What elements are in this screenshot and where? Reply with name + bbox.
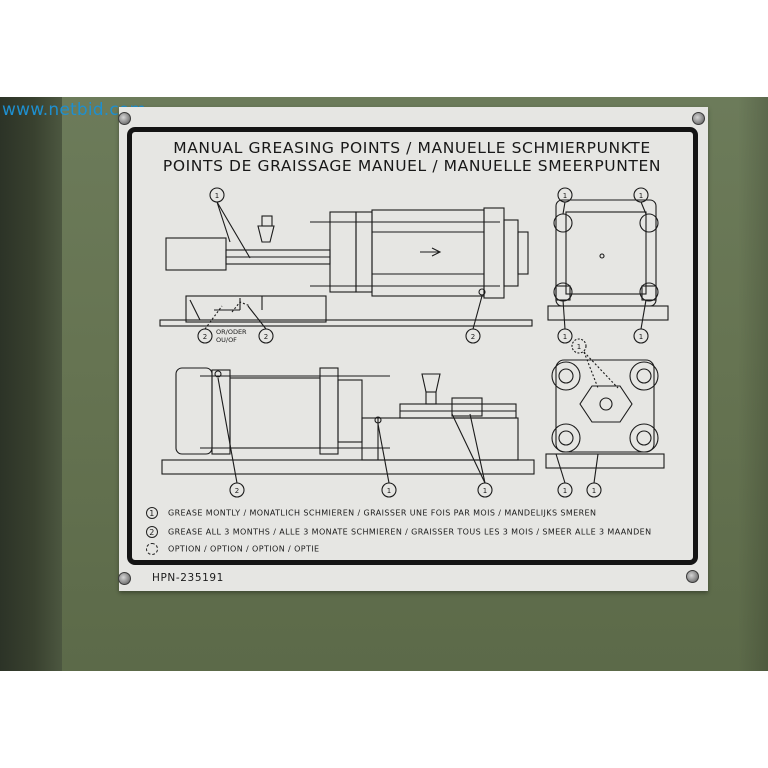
diagram-top-front-view — [547, 199, 669, 321]
part-number: HPN-235191 — [152, 572, 224, 584]
shadow-edge — [0, 97, 62, 671]
callout-label: 1 — [639, 333, 643, 341]
shadow-edge-right — [738, 97, 768, 671]
screw-top-left — [118, 112, 131, 125]
callout-group-top-front — [557, 187, 649, 344]
plate-border — [127, 127, 698, 565]
callout-label: 2 — [264, 333, 268, 341]
legend-row: OPTION / OPTION / OPTION / OPTIE — [146, 543, 320, 555]
legend-row: 1 GREASE MONTLY / MONATLICH SCHMIEREN / G… — [146, 507, 596, 519]
legend-marker: 1 — [146, 507, 158, 519]
callout-label: 1 — [387, 487, 391, 495]
callout-label: 2 — [203, 333, 207, 341]
callout-label: 1 — [577, 343, 581, 351]
diagram-bottom-side-view — [161, 367, 535, 475]
callout-label: 2 — [471, 333, 475, 341]
callout-label: 1 — [563, 487, 567, 495]
callout-label: 1 — [592, 487, 596, 495]
plate-title-line-2: POINTS DE GRAISSAGE MANUEL / MANUELLE SM… — [162, 157, 662, 175]
legend-marker: 2 — [146, 526, 158, 538]
watermark-text: www.netbid.com — [2, 100, 147, 120]
legend-row: 2 GREASE ALL 3 MONTHS / ALLE 3 MONATE SCH… — [146, 526, 651, 538]
callout-label: 2 — [235, 487, 239, 495]
callout-group-bottom-front — [555, 338, 619, 498]
legend-text: GREASE MONTLY / MONATLICH SCHMIEREN / GR… — [168, 508, 597, 518]
screw-bottom-right — [686, 570, 699, 583]
callout-label: 1 — [215, 192, 219, 200]
or-label: OR/ODER — [216, 328, 247, 336]
legend-marker-option — [146, 543, 158, 555]
callout-label: 1 — [563, 192, 567, 200]
legend-text: OPTION / OPTION / OPTION / OPTIE — [168, 544, 320, 554]
callout-label: 1 — [563, 333, 567, 341]
callout-label: 1 — [483, 487, 487, 495]
screw-bottom-left — [118, 572, 131, 585]
or-label: OU/OF — [216, 336, 237, 344]
callout-label: 1 — [639, 192, 643, 200]
screw-top-right — [692, 112, 705, 125]
plate-title-line-1: MANUAL GREASING POINTS / MANUELLE SCHMIE… — [173, 139, 651, 157]
callout-group-top-side — [197, 187, 483, 344]
legend-text: GREASE ALL 3 MONTHS / ALLE 3 MONATE SCHM… — [168, 527, 652, 537]
callout-group-bottom-side — [217, 377, 493, 498]
diagram-bottom-front-view — [545, 359, 665, 469]
diagram-top-side-view — [159, 207, 533, 327]
